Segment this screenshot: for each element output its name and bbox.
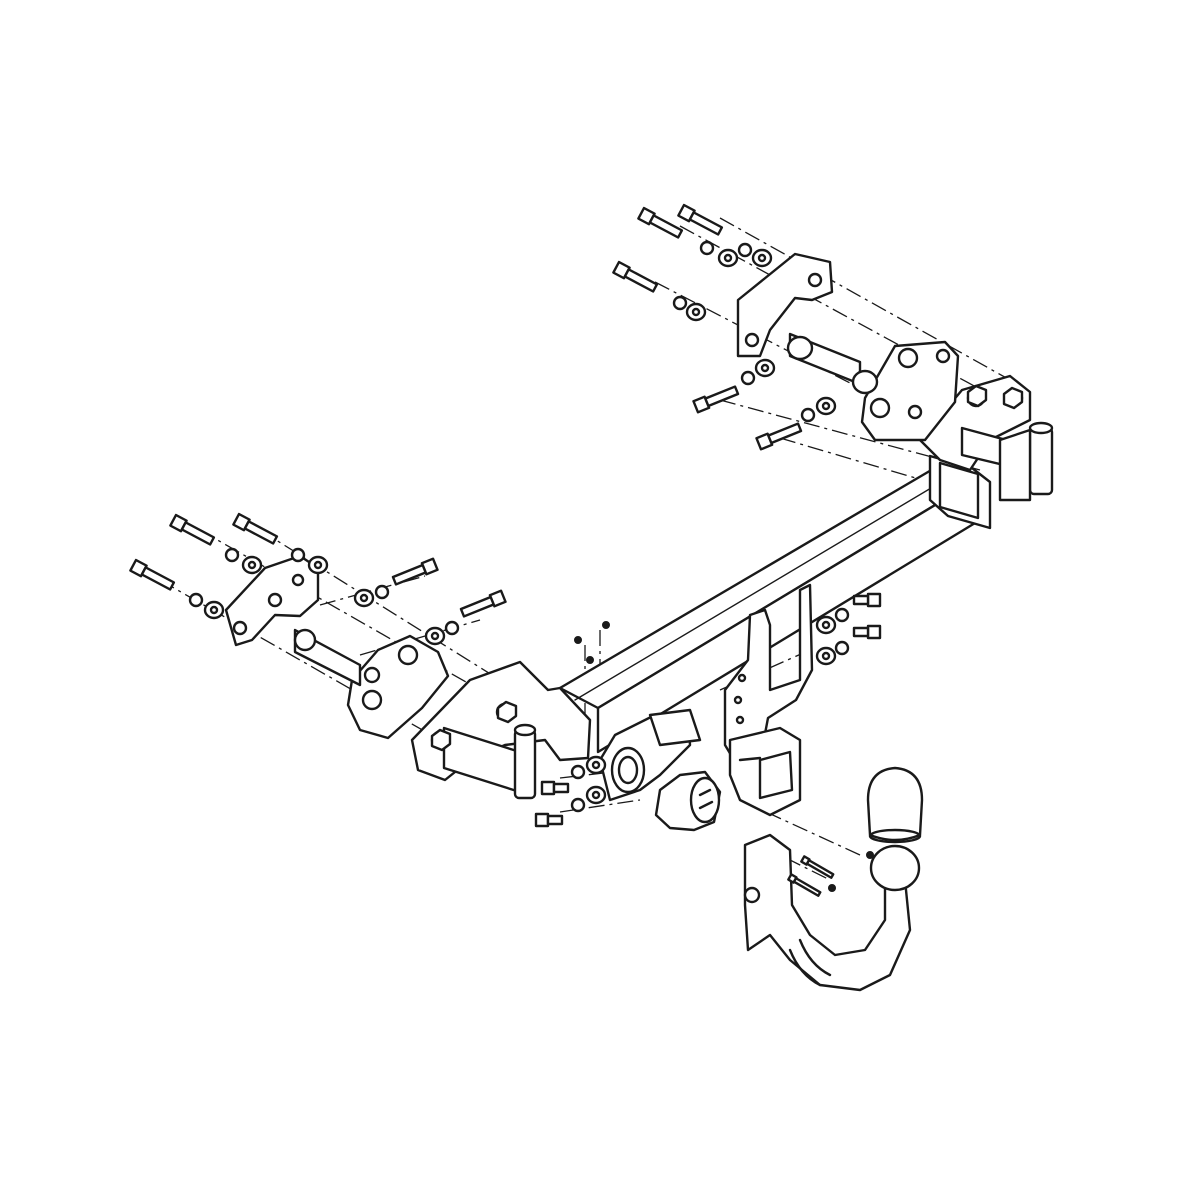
bolt [677,203,724,236]
washer [834,640,850,656]
washer [585,755,607,775]
tow-ball-neck [743,833,921,992]
right-vehicle-bracket [736,252,879,395]
nut [430,728,452,752]
washer [740,370,756,386]
bolts [129,203,882,897]
washer [685,302,707,322]
bolt [612,260,659,293]
left-mounting-plate [346,634,450,740]
nut [866,851,874,859]
bolt [852,624,882,640]
bolt [391,557,439,586]
washer [188,592,204,608]
bolt [459,589,507,618]
bolt [129,558,176,591]
electrical-socket [654,770,722,832]
washer [570,764,586,780]
washer [672,295,688,311]
washer [444,620,460,636]
nut [602,621,610,629]
right-side-bracket [918,374,1054,502]
washer [699,240,715,256]
washer [203,600,225,620]
washer [307,555,329,575]
washer [754,358,776,378]
washer [570,797,586,813]
nut [1002,386,1024,410]
nut [574,636,582,644]
bolt [169,513,216,546]
washer [241,555,263,575]
washer [751,248,773,268]
washer [353,588,375,608]
washer [815,396,837,416]
crossbar-tube [558,454,992,754]
ball-receiver [728,726,802,817]
washer [815,615,837,635]
nuts [430,384,1024,892]
bolt [232,512,279,545]
washer [585,785,607,805]
washer [424,626,446,646]
washer [717,248,739,268]
nut [966,384,988,408]
washer [815,646,837,666]
nut [496,700,518,724]
bolt [692,385,740,414]
center-hitch-bracket [723,583,814,772]
left-vehicle-bracket [224,554,362,687]
bolt [800,855,835,879]
nut [586,656,594,664]
washer [737,242,753,258]
washer [834,607,850,623]
bolt [755,422,803,451]
washer [374,584,390,600]
washers [188,240,850,813]
ball-cap [866,766,924,844]
washer [800,407,816,423]
nut [828,884,836,892]
socket-plate [598,708,702,802]
right-mounting-plate [860,340,960,442]
bolt [637,206,684,239]
bolt [852,592,882,608]
washer [224,547,240,563]
washer [290,547,306,563]
bolt [787,873,822,897]
bolt [534,812,564,828]
bolt [540,780,570,796]
